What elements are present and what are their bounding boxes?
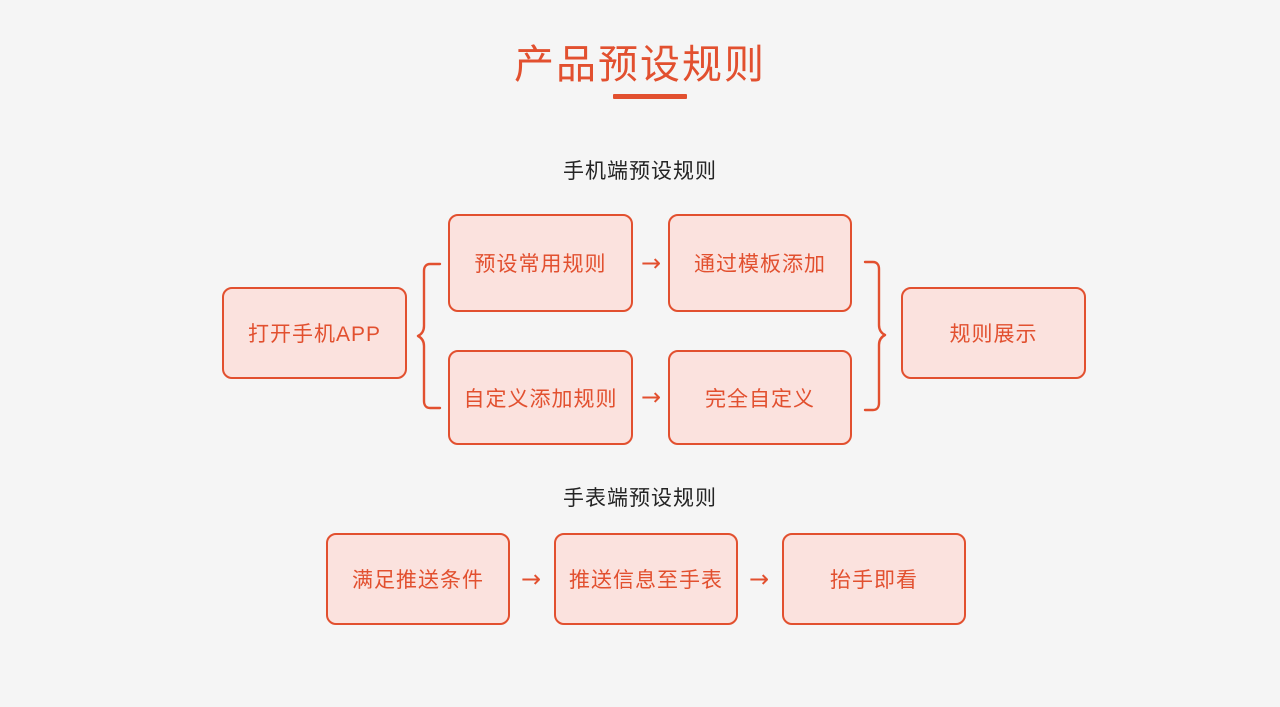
- flow-box-add-via-template[interactable]: 通过模板添加: [668, 214, 852, 312]
- flow-box-open-phone-app[interactable]: 打开手机APP: [222, 287, 407, 379]
- flow-box-fully-custom[interactable]: 完全自定义: [668, 350, 852, 445]
- arrow-icon-condition-to-push: →: [520, 565, 542, 593]
- flow-box-push-info-to-watch[interactable]: 推送信息至手表: [554, 533, 738, 625]
- flow-box-raise-to-view[interactable]: 抬手即看: [782, 533, 966, 625]
- flow-box-push-condition-met[interactable]: 满足推送条件: [326, 533, 510, 625]
- arrow-icon-custom-to-fullcustom: →: [640, 383, 662, 411]
- right-brace-merge: [863, 260, 889, 412]
- arrow-icon-preset-to-template: →: [640, 249, 662, 277]
- flow-box-preset-common-rules[interactable]: 预设常用规则: [448, 214, 633, 312]
- section-heading-watch: 手表端预设规则: [563, 487, 717, 510]
- section-heading-phone: 手机端预设规则: [563, 160, 717, 183]
- flow-box-custom-add-rule[interactable]: 自定义添加规则: [448, 350, 633, 445]
- page-title: 产品预设规则: [514, 43, 766, 87]
- left-brace-split: [416, 262, 442, 410]
- title-underline: [613, 94, 687, 99]
- arrow-icon-push-to-raise: →: [748, 565, 770, 593]
- flow-box-rule-display[interactable]: 规则展示: [901, 287, 1086, 379]
